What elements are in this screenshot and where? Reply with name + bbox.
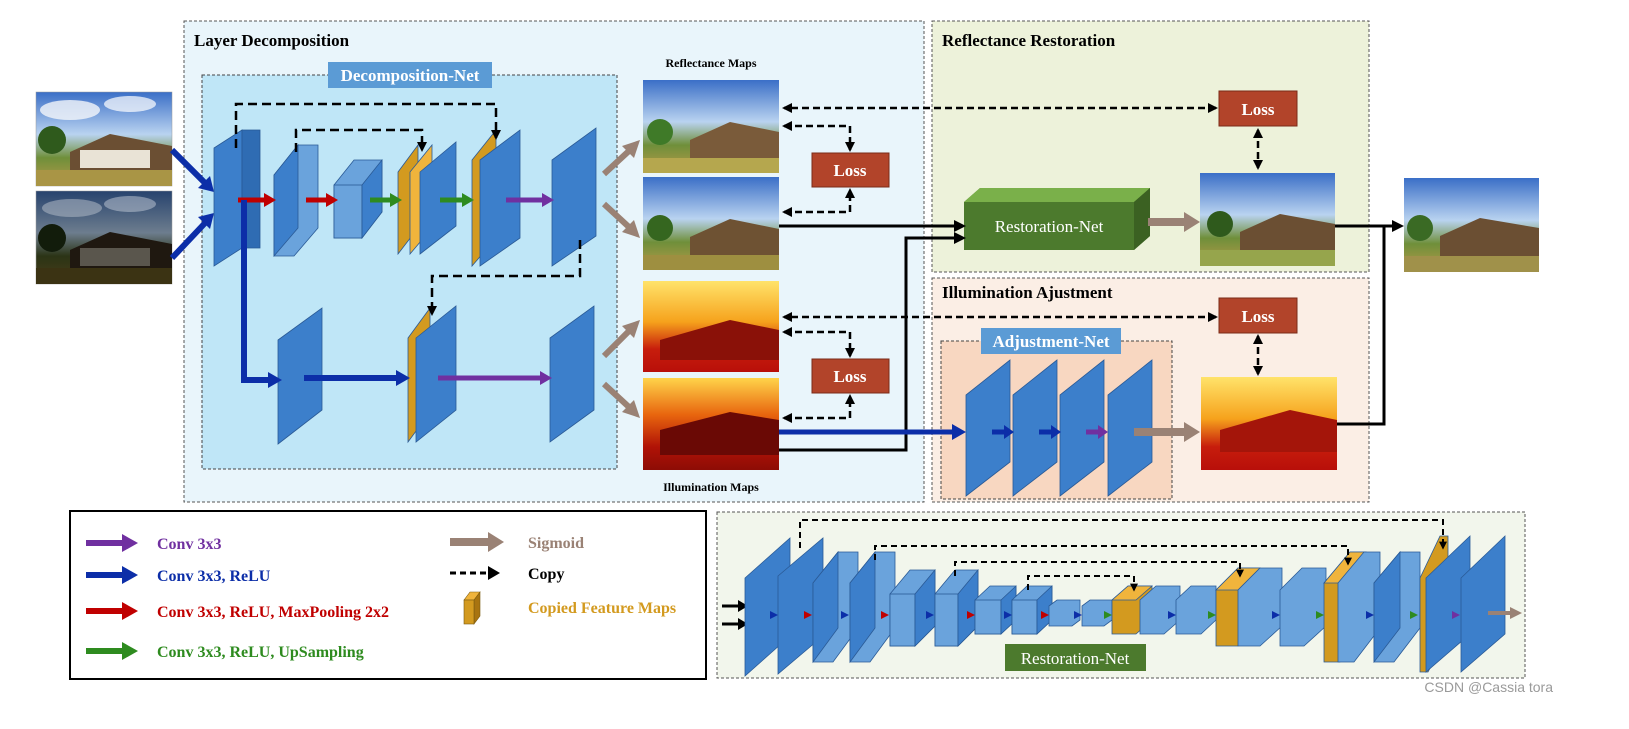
legend-conv-relu-pool: Conv 3x3, ReLU, MaxPooling 2x2	[157, 604, 389, 621]
decomp-layer-6	[551, 127, 597, 267]
sigmoid-arrows-decomp	[601, 140, 640, 418]
legend-copied: Copied Feature Maps	[528, 600, 676, 617]
adjustment-net-label: Adjustment-Net	[992, 332, 1109, 351]
restoration-sigmoid-head	[1184, 212, 1200, 232]
legend-sigmoid: Sigmoid	[528, 535, 584, 552]
adjustment-conv-arrows	[992, 422, 1200, 442]
illumination-adjustment-title: Illumination Ajustment	[942, 283, 1113, 302]
legend-conv: Conv 3x3	[157, 536, 221, 553]
main-black-arrows	[779, 224, 1396, 452]
reflectance-restoration-title: Reflectance Restoration	[942, 31, 1116, 50]
adjust-layer-1	[965, 359, 1011, 497]
reflectance-map-2	[643, 177, 779, 270]
adjustment-loss-label: Loss	[1241, 307, 1274, 326]
reflectance-map-1	[643, 80, 779, 173]
decomp-copy-arrows	[234, 102, 582, 316]
reflectance-maps-label: Reflectance Maps	[666, 56, 757, 70]
decomp-conv-arrows	[238, 193, 554, 388]
loss-dashed-connections	[782, 103, 1263, 423]
restoration-detail-label: Restoration-Net	[1021, 649, 1130, 668]
legend-box	[69, 510, 707, 680]
adjustment-loss-box	[1218, 297, 1298, 334]
input-arrow-top	[169, 147, 209, 187]
arrow-head-restoration-in-2	[954, 232, 966, 244]
rd-layer-9	[1048, 599, 1081, 627]
adjusted-illumination	[1201, 377, 1337, 470]
decomposition-net-label-bg	[328, 62, 492, 88]
decomp-loss-label-top: Loss	[833, 161, 866, 180]
legend-conv-relu-up: Conv 3x3, ReLU, UpSampling	[157, 644, 364, 661]
restoration-detail-layers	[744, 535, 1506, 677]
input-low-light-image	[35, 190, 173, 285]
decomp-loss-box-bottom	[811, 358, 890, 394]
legend-copy: Copy	[528, 566, 564, 583]
illumination-map-2	[643, 378, 779, 470]
arrow-head-restoration-in-1	[954, 220, 966, 232]
decomposition-net-label: Decomposition-Net	[341, 66, 480, 85]
adjust-layer-2	[1012, 359, 1058, 497]
decomp-layer-7	[277, 307, 323, 445]
restoration-loss-label: Loss	[1241, 100, 1274, 119]
input-arrow-top-head	[198, 176, 214, 192]
layer-decomposition-title: Layer Decomposition	[194, 31, 350, 50]
decomp-layer-9	[549, 305, 595, 443]
restoration-detail-input-arrows	[722, 600, 748, 630]
restoration-detail-small-arrows	[770, 607, 1522, 619]
decomp-loss-label-bottom: Loss	[833, 367, 866, 386]
output-enhanced-image	[1404, 178, 1539, 272]
decomp-layer-1	[213, 129, 243, 267]
rd-layer-18	[1460, 535, 1506, 673]
illumination-map-1	[643, 281, 779, 372]
adjust-layer-4	[1107, 359, 1153, 497]
legend-items: Conv 3x3 Conv 3x3, ReLU Conv 3x3, ReLU, …	[86, 532, 676, 661]
watermark: CSDN @Cassia tora	[1424, 679, 1553, 695]
arrow-head-output	[1392, 220, 1404, 232]
input-arrow-bottom-head	[198, 213, 214, 229]
restoration-net-label: Restoration-Net	[995, 217, 1104, 236]
restoration-detail-label-bg	[1005, 644, 1146, 671]
adjustment-layers	[965, 359, 1153, 497]
restored-reflectance	[1200, 173, 1335, 266]
legend-conv-relu: Conv 3x3, ReLU	[157, 568, 271, 585]
adjust-layer-3	[1059, 359, 1105, 497]
illumination-maps-label: Illumination Maps	[663, 480, 759, 494]
illum-to-adjust-head	[952, 424, 966, 440]
restoration-loss-box	[1218, 90, 1298, 127]
input-normal-image	[35, 91, 173, 187]
decomp-loss-box-top	[811, 152, 890, 188]
adjustment-net-label-bg	[981, 328, 1121, 354]
restoration-detail-copy-arrows	[799, 519, 1447, 592]
restoration-net-block	[964, 188, 1150, 250]
input-arrow-bottom	[169, 219, 209, 261]
